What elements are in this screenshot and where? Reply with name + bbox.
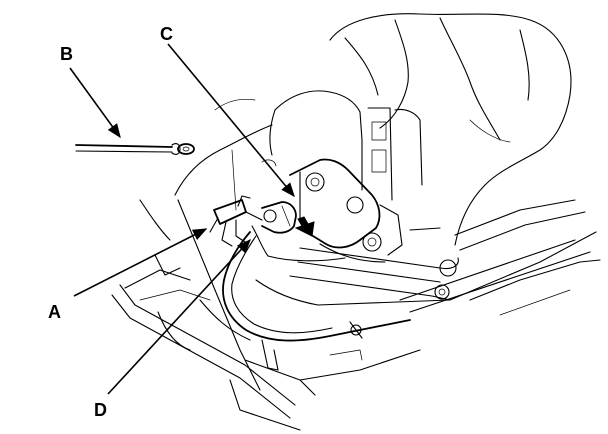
callout-label-a: A [48, 302, 61, 322]
leader-line-c [167, 43, 295, 198]
wiring-harness [222, 231, 411, 342]
callout-leaders [69, 43, 295, 395]
engine-block-outline [139, 13, 572, 391]
sensor-bracket [289, 158, 403, 256]
callout-label-d: D [94, 400, 107, 420]
callout-label-c: C [160, 24, 173, 44]
callout-label-b: B [60, 44, 73, 64]
leader-line-b [69, 67, 121, 139]
leader-line-a [73, 228, 208, 297]
electrical-connector [209, 195, 297, 257]
leader-line-d [107, 238, 251, 395]
lower-frame [111, 199, 601, 431]
push-direction-arrow [294, 216, 315, 237]
ground-cable [75, 143, 195, 155]
